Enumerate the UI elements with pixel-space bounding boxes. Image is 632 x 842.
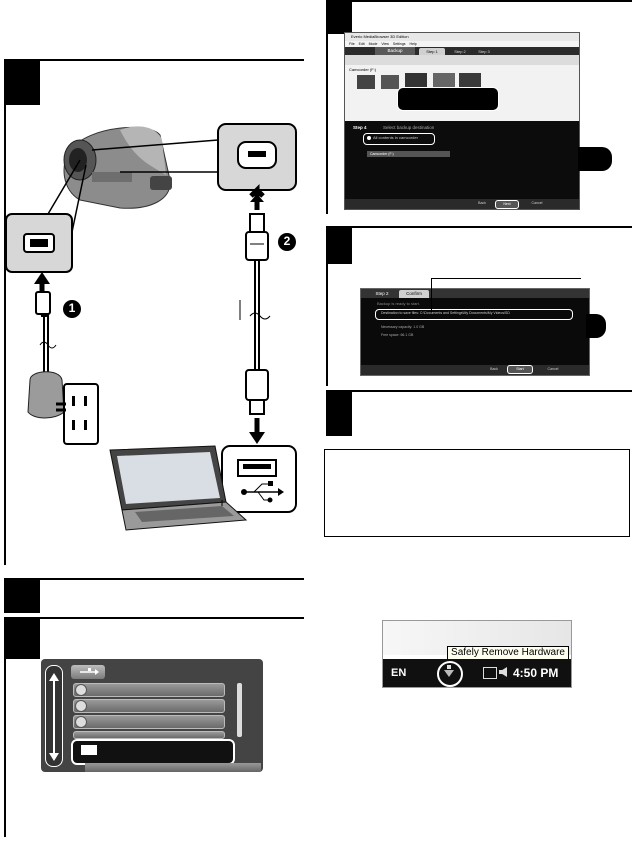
back-button[interactable]: Back bbox=[490, 367, 498, 371]
menu-scrollbar[interactable] bbox=[237, 683, 242, 737]
eject-icon bbox=[444, 665, 454, 677]
menu-row-3[interactable] bbox=[73, 715, 225, 729]
step-c-frame bbox=[4, 659, 7, 837]
taskbar bbox=[383, 659, 571, 687]
leader-line-top bbox=[431, 278, 581, 279]
free-space: Free space: 66.1 GB bbox=[381, 333, 414, 337]
clock-time: 4:50 PM bbox=[513, 666, 559, 680]
tab-step-2[interactable]: Step 2 bbox=[454, 49, 466, 54]
source-label: Camcorder (F:) bbox=[349, 67, 377, 72]
step-e-frame bbox=[326, 264, 329, 386]
window-menubar: File Edit Mode View Settings Help bbox=[345, 41, 579, 47]
start-button[interactable]: Start bbox=[507, 365, 533, 374]
step-marker-f bbox=[326, 392, 352, 436]
cancel-button[interactable]: Cancel bbox=[531, 201, 543, 205]
menu-bottom-bar bbox=[85, 763, 261, 772]
option-label[interactable]: All contents in camcorder bbox=[373, 135, 418, 140]
tab-step-3[interactable]: Step 3 bbox=[478, 49, 490, 54]
volume-icon bbox=[499, 667, 507, 677]
menu-edit[interactable]: Edit bbox=[358, 42, 365, 46]
callout-two bbox=[278, 233, 296, 251]
up-down-arrows-icon bbox=[49, 673, 59, 761]
usb-a-port-zoom bbox=[221, 445, 297, 513]
step-c-rule bbox=[4, 617, 304, 619]
menu-help[interactable]: Help bbox=[409, 42, 417, 46]
menu-mode[interactable]: Mode bbox=[368, 42, 378, 46]
step-a-frame bbox=[4, 105, 7, 565]
thumbnail-3[interactable] bbox=[405, 73, 427, 91]
cancel-button[interactable]: Cancel bbox=[547, 367, 559, 371]
menu-row-4[interactable] bbox=[73, 731, 225, 739]
menu-file[interactable]: File bbox=[349, 42, 355, 46]
connection-diagram bbox=[5, 123, 297, 531]
step-d-frame bbox=[326, 34, 329, 214]
mediabrowser-window: Everio MediaBrowser 3D Edition File Edit… bbox=[344, 32, 580, 210]
globe-icon bbox=[75, 684, 87, 696]
globe-icon bbox=[75, 700, 87, 712]
menu-row-1[interactable] bbox=[73, 683, 225, 697]
network-icon bbox=[483, 667, 497, 679]
confirm-heading: Backup is ready to start. bbox=[377, 301, 420, 306]
window-tabbar: Backup Step 1 Step 2 Step 3 bbox=[345, 47, 579, 55]
thumbnail-5[interactable] bbox=[459, 73, 481, 91]
web-icon bbox=[75, 716, 87, 728]
leader-line bbox=[431, 278, 432, 312]
tab-step-1[interactable]: Step 1 bbox=[419, 48, 445, 55]
usb-symbol-icon bbox=[241, 481, 284, 503]
toolbar-strip bbox=[345, 55, 579, 65]
callout-two-label: 2 bbox=[283, 234, 291, 248]
step-e-rule bbox=[326, 226, 632, 228]
menu-row-2[interactable] bbox=[73, 699, 225, 713]
usb-icon bbox=[80, 668, 99, 675]
callout-one-label: 1 bbox=[68, 301, 76, 315]
step-marker-c bbox=[4, 619, 40, 659]
next-button[interactable]: Next bbox=[495, 200, 519, 209]
radio-selected-icon bbox=[367, 136, 371, 140]
tooltip: Safely Remove Hardware bbox=[447, 646, 569, 660]
language-indicator[interactable]: EN bbox=[391, 667, 407, 679]
menu-settings[interactable]: Settings bbox=[392, 42, 406, 46]
tab-confirm[interactable]: Confirm bbox=[399, 290, 429, 298]
destination-text: Destination to save files: C:\Documents … bbox=[381, 311, 510, 315]
step-marker-e bbox=[326, 228, 352, 264]
tab-backup[interactable]: Backup bbox=[375, 47, 415, 55]
thumbnail-2[interactable] bbox=[381, 75, 399, 89]
confirm-window: Step 2 Confirm Backup is ready to start.… bbox=[360, 288, 590, 376]
step4-header: Select backup destination bbox=[383, 125, 435, 130]
thumbnail-4[interactable] bbox=[433, 73, 455, 91]
backup-icon bbox=[81, 745, 97, 755]
button-bar: Back Next Cancel bbox=[345, 199, 579, 209]
tab-step-2[interactable]: Step 2 bbox=[375, 291, 389, 296]
step4-panel: Step 4 Select backup destination All con… bbox=[345, 121, 579, 199]
required-space: Necessary capacity: 1.0 GB bbox=[381, 325, 425, 329]
window-title: Everio MediaBrowser 3D Edition bbox=[345, 33, 579, 41]
step-f-rule bbox=[326, 390, 632, 392]
step4-label: Step 4 bbox=[353, 125, 367, 130]
confirm-tabbar: Step 2 Confirm bbox=[361, 289, 589, 298]
camcorder-menu-screen bbox=[41, 659, 263, 772]
safely-remove-hardware-icon[interactable] bbox=[437, 661, 463, 687]
confirm-button-bar: Back Start Cancel bbox=[361, 365, 589, 375]
callout-blank-tab bbox=[586, 314, 606, 338]
thumbnail-1[interactable] bbox=[357, 75, 375, 89]
back-button[interactable]: Back bbox=[478, 201, 486, 205]
menu-view[interactable]: View bbox=[381, 42, 389, 46]
step-b-rule bbox=[4, 578, 304, 580]
destination-highlight bbox=[375, 309, 573, 320]
callout-blank-tab bbox=[578, 147, 612, 171]
callout-one bbox=[63, 300, 81, 318]
option-highlight[interactable] bbox=[363, 133, 435, 145]
step-a-rule bbox=[4, 59, 304, 61]
step-marker-d bbox=[326, 0, 352, 34]
note-box bbox=[324, 449, 630, 537]
callout-blank-bubble bbox=[397, 87, 499, 111]
destination-dropdown[interactable]: Camcorder (F:) bbox=[367, 151, 450, 157]
step-marker-b bbox=[4, 580, 40, 613]
step-d-rule bbox=[326, 0, 632, 2]
laptop-image bbox=[109, 445, 248, 531]
wall-outlet bbox=[63, 383, 99, 445]
step-marker-a bbox=[4, 61, 40, 105]
taskbar-screenshot: Safely Remove Hardware EN 4:50 PM bbox=[382, 620, 572, 688]
